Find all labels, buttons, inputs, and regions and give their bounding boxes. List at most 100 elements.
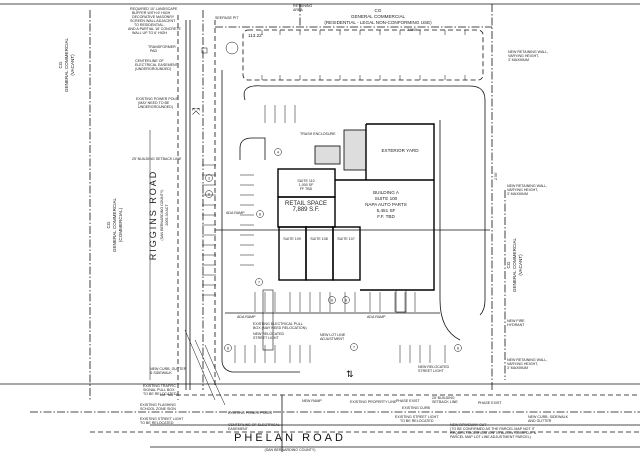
svg-text:(SAN BERNARDINO COUNTY): (SAN BERNARDINO COUNTY) — [160, 190, 164, 241]
dimension-north: 113.22' — [248, 33, 263, 38]
svg-text:ADJUSTMENT: ADJUSTMENT — [320, 337, 345, 341]
seepage-pit — [225, 41, 239, 55]
stall-count-markers: 4 8 3 8 7 8 8 7 8 8 — [205, 148, 462, 352]
callout-transformer: TRANSFORMER — [148, 45, 176, 49]
callout-lot-line: NEW LOT LINE ADJUSTMENT — [320, 333, 346, 341]
callout-existing-curb: EXISTING CURB — [402, 406, 431, 410]
svg-text:4: 4 — [277, 150, 279, 154]
svg-text:NEW FIRE: NEW FIRE — [507, 319, 525, 323]
svg-text:PARCEL MAP LOT LINE ADJUSTMENT: PARCEL MAP LOT LINE ADJUSTMENT PARCEL) — [450, 435, 531, 439]
zone-label-left-bottom: CG GENERAL COMMERCIAL (COMMERCIAL) — [106, 197, 123, 252]
svg-text:NEW CURB, SIDEWALK: NEW CURB, SIDEWALK — [528, 415, 569, 419]
svg-text:(VACANT): (VACANT) — [518, 254, 523, 276]
west-curb — [221, 70, 300, 373]
svg-text:CG: CG — [58, 61, 63, 68]
ada-path — [262, 289, 274, 351]
svg-text:GENERAL COMMERCIAL: GENERAL COMMERCIAL — [112, 197, 117, 252]
dimension-east: 2.50' — [494, 172, 498, 180]
suite-107-label: SUITE 107 — [337, 237, 355, 241]
phelan-jurisdiction: (SAN BERNARDINO COUNTY) — [265, 448, 316, 452]
svg-text:7: 7 — [353, 345, 355, 349]
svg-text:NAPA AUTO PARTS: NAPA AUTO PARTS — [365, 202, 407, 207]
svg-text:(MAY NEED TO BE: (MAY NEED TO BE — [138, 101, 170, 105]
svg-text:2005-30 ACT: 2005-30 ACT — [165, 204, 169, 226]
retail-space-title: RETAIL SPACE — [285, 201, 327, 207]
svg-text:8: 8 — [331, 298, 333, 302]
svg-text:EXISTING STREET LIGHT: EXISTING STREET LIGHT — [140, 417, 184, 421]
svg-text:3: 3 — [208, 176, 210, 180]
suite-108 — [305, 226, 334, 281]
svg-text:EXISTING POWER POLE: EXISTING POWER POLE — [136, 97, 179, 101]
svg-text:BOX (MAY NEED RELOCATION): BOX (MAY NEED RELOCATION) — [253, 326, 307, 330]
svg-text:CG: CG — [375, 8, 382, 13]
callout-new-wall-bottom: NEW RETAINING WALL, VARYING HEIGHT, 3' M… — [507, 358, 547, 370]
svg-text:NEW RETAINING WALL,: NEW RETAINING WALL, — [507, 184, 547, 188]
svg-text:EXISTING TRAFFIC: EXISTING TRAFFIC — [143, 384, 176, 388]
svg-text:NEW RELOCATED: NEW RELOCATED — [418, 365, 449, 369]
callout-building-setback: 25' BUILDING SETBACK LINE — [432, 396, 458, 404]
callout-landscape-buffer: REQUIRED 10' LANDSCAPE BUFFER WITH 6' HI… — [128, 7, 182, 35]
svg-text:& SIDEWALK: & SIDEWALK — [150, 371, 172, 375]
svg-text:8: 8 — [208, 192, 210, 196]
callout-easement: CENTERLINE OF ELECTRICAL EASEMENT (UNDER… — [135, 59, 179, 71]
suite-109-label: SUITE 109 — [283, 237, 301, 241]
svg-text:AND A PARTIAL 16' CONCRETE: AND A PARTIAL 16' CONCRETE — [128, 27, 182, 31]
svg-text:8: 8 — [457, 346, 459, 350]
callout-phase-exist: PHASE EXIST — [396, 399, 420, 403]
traffic-arrow-icon: ⤧ — [192, 107, 200, 118]
dimension-north-2: 2.100' — [407, 28, 417, 32]
parking-stalls-south — [234, 292, 446, 363]
phelan-road-lines — [0, 383, 640, 452]
svg-text:SUITE 100: SUITE 100 — [375, 196, 398, 201]
phelan-road-label: PHELAN ROAD — [234, 432, 346, 444]
trash-label: TRASH ENCLOSURE — [300, 132, 336, 136]
svg-text:8: 8 — [259, 212, 261, 216]
callout-retaining-area: RETAINING AREA — [293, 4, 313, 12]
callout-new-wall-mid: NEW RETAINING WALL, VARYING HEIGHT, 3' M… — [507, 184, 547, 196]
svg-text:TO RESIDENTIAL,: TO RESIDENTIAL, — [134, 23, 165, 27]
svg-text:BUILDING A: BUILDING A — [373, 190, 400, 195]
svg-text:(VACANT): (VACANT) — [70, 54, 75, 76]
svg-text:SIGNAL PULL BOX: SIGNAL PULL BOX — [143, 388, 175, 392]
svg-text:(COMMERCIAL): (COMMERCIAL) — [118, 207, 123, 242]
svg-text:F.F. TBD: F.F. TBD — [377, 214, 395, 219]
zone-label-left-top: CG GENERAL COMMERCIAL (VACANT) — [58, 37, 75, 92]
trash-enclosure — [314, 145, 341, 165]
callout-new-street-light: NEW RELOCATED STREET LIGHT — [253, 332, 284, 340]
svg-text:BUFFER WITH 6' HIGH: BUFFER WITH 6' HIGH — [132, 11, 171, 15]
svg-text:8: 8 — [345, 298, 347, 302]
building-a-label: BUILDING A SUITE 100 NAPA AUTO PARTS 5,4… — [365, 190, 407, 219]
svg-text:CG: CG — [506, 261, 511, 268]
suite-107 — [332, 226, 361, 281]
svg-text:TO BE RELOCATED: TO BE RELOCATED — [400, 419, 434, 423]
svg-text:ELECTRICAL EASEMENT: ELECTRICAL EASEMENT — [135, 63, 179, 67]
corner-hatch — [184, 329, 226, 406]
callout-new-curb-left: NEW CURB, GUTTER & SIDEWALK — [150, 367, 187, 375]
north-drive-curb — [243, 85, 486, 316]
svg-text:NEW CURB, GUTTER: NEW CURB, GUTTER — [150, 367, 187, 371]
svg-text:EXISTING STREET LIGHT: EXISTING STREET LIGHT — [395, 415, 439, 419]
svg-text:AND GUTTER: AND GUTTER — [528, 419, 552, 423]
svg-text:NEW RETAINING WALL,: NEW RETAINING WALL, — [507, 358, 547, 362]
transformer-box — [201, 47, 208, 54]
callout-existing-property-line: EXISTING PROPERTY LINE — [350, 400, 397, 404]
callout-setback: 25' BUILDING SETBACK LINE — [132, 157, 182, 161]
suite-110-label: SUITE 110 — [297, 179, 314, 183]
svg-text:SCHOOL ZONE SIGN: SCHOOL ZONE SIGN — [140, 407, 176, 411]
suite-ff: FF TBD — [300, 187, 313, 191]
svg-text:7: 7 — [258, 280, 260, 284]
svg-text:5,451 SF: 5,451 SF — [377, 208, 396, 213]
svg-text:3' MAXIMUM: 3' MAXIMUM — [507, 366, 528, 370]
retail-space-area: 7,889 S.F. — [292, 207, 319, 213]
svg-text:(TO BE CONFIRMED AS THE PARCEL: (TO BE CONFIRMED AS THE PARCEL MAP NOT I… — [450, 427, 536, 431]
svg-text:NEW LOT LINE: NEW LOT LINE — [320, 333, 346, 337]
zone-label-right: CG GENERAL COMMERCIAL (VACANT) — [506, 237, 523, 292]
svg-text:HYDRANT: HYDRANT — [507, 323, 525, 327]
svg-text:NEW DRIVEWAY CUT: NEW DRIVEWAY CUT — [450, 423, 487, 427]
suite-108-label: SUITE 108 — [310, 237, 328, 241]
svg-text:GENERAL COMMERCIAL: GENERAL COMMERCIAL — [64, 37, 69, 92]
callout-street-light-left: EXISTING STREET LIGHT TO BE RELOCATED — [140, 417, 184, 425]
svg-text:3' MAXIMUM: 3' MAXIMUM — [508, 58, 529, 62]
svg-text:REQUIRED 10' LANDSCAPE: REQUIRED 10' LANDSCAPE — [130, 7, 178, 11]
